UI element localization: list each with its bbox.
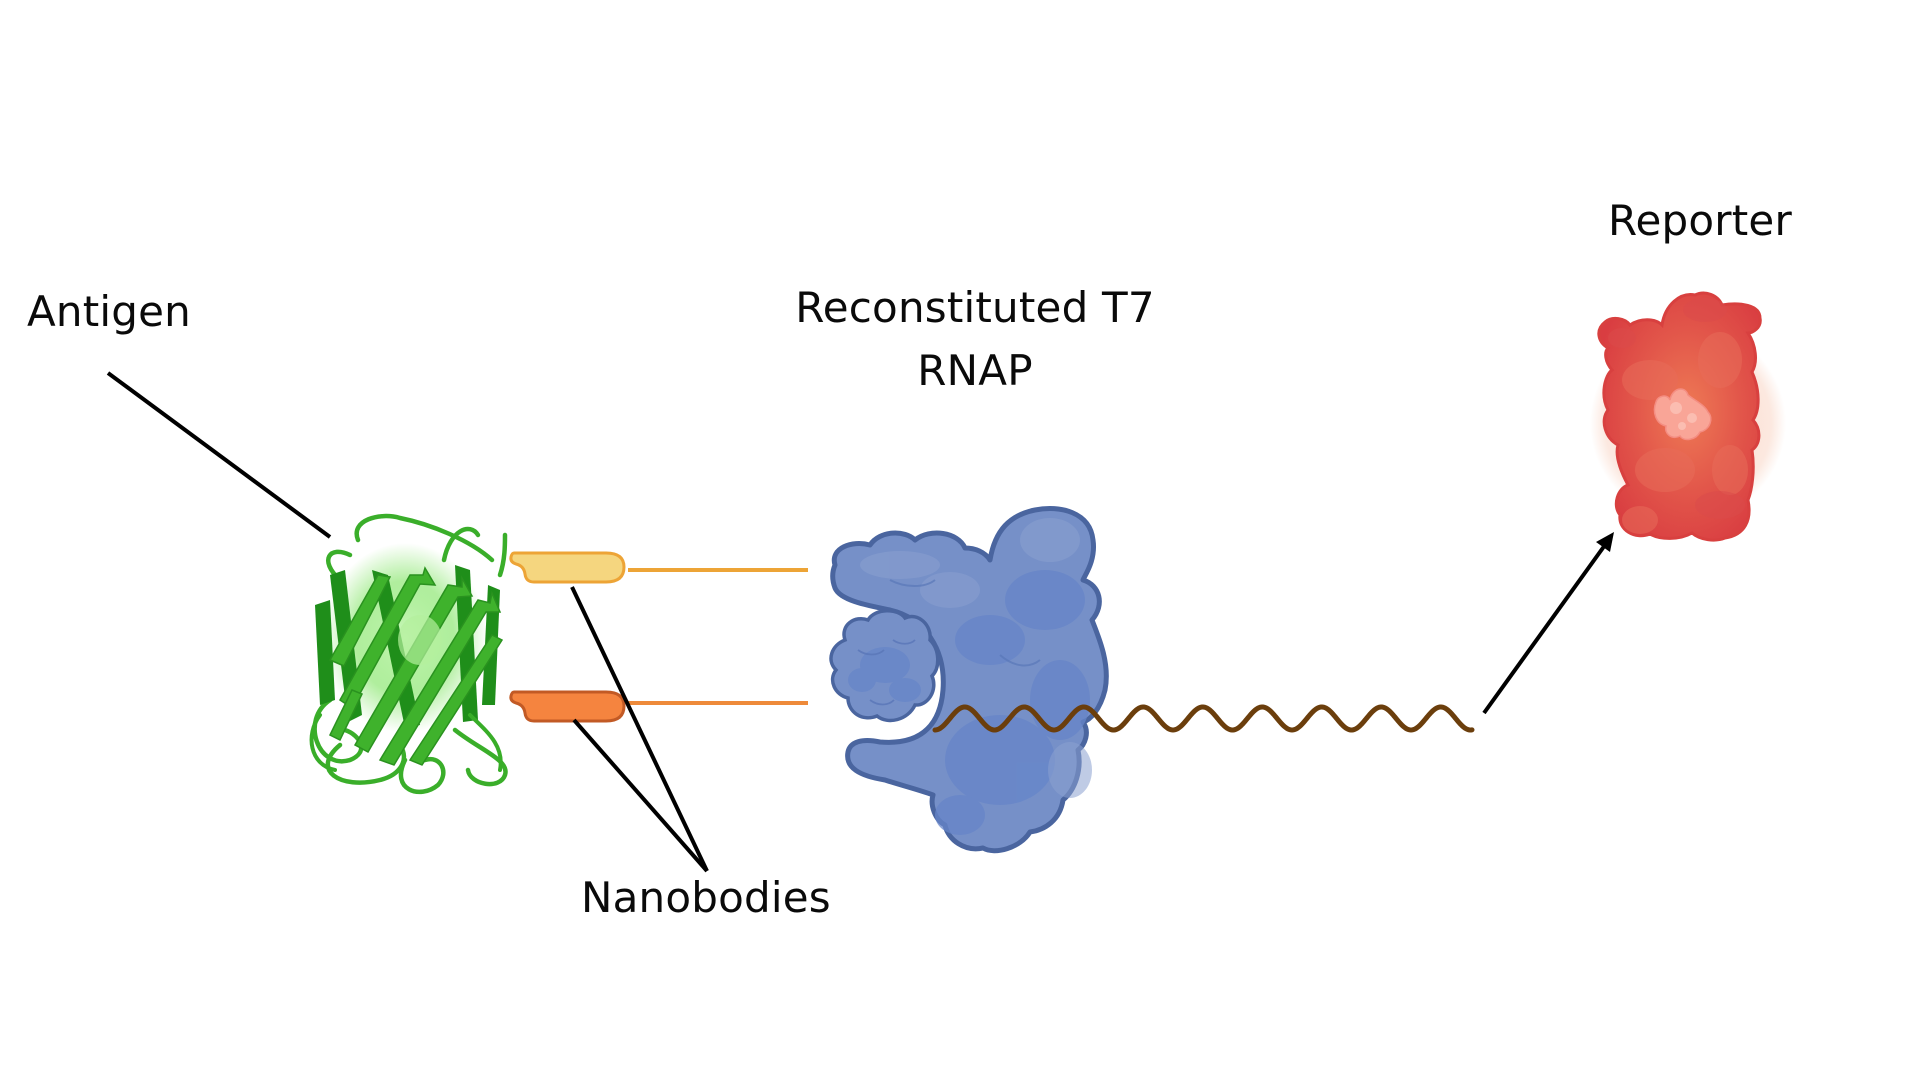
nanobody-2-icon bbox=[509, 690, 626, 723]
nanobody-1-icon bbox=[509, 551, 626, 584]
reporter-label: Reporter bbox=[1608, 196, 1792, 245]
expression-arrow-icon bbox=[1482, 532, 1614, 715]
antigen-label: Antigen bbox=[27, 287, 192, 336]
rnap-label: Reconstituted T7 RNAP bbox=[790, 276, 1160, 402]
rnap-label-line-2: RNAP bbox=[917, 346, 1033, 395]
reporter-protein-icon bbox=[1590, 291, 1786, 542]
nanobodies-label: Nanobodies bbox=[581, 873, 831, 922]
mrna-transcript-line bbox=[932, 704, 1475, 733]
antigen-protein-icon bbox=[309, 513, 508, 795]
t7-rnap-icon bbox=[829, 506, 1109, 854]
nanobodies-pointer-line-1 bbox=[570, 586, 709, 872]
antigen-pointer-line bbox=[106, 371, 332, 539]
rnap-label-line-1: Reconstituted T7 bbox=[795, 283, 1155, 332]
nanobodies-pointer-line-2 bbox=[572, 718, 709, 873]
